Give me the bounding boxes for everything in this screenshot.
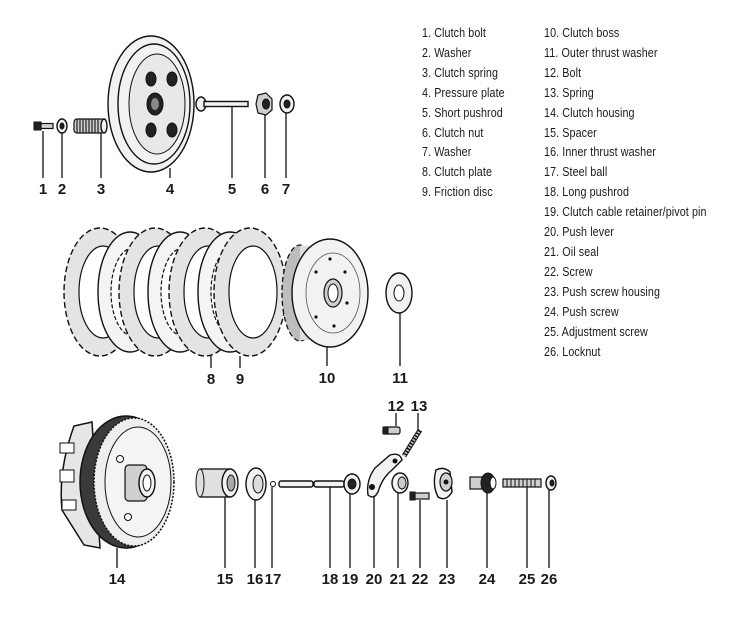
callout-22: 22: [412, 571, 429, 588]
callout-12: 12: [388, 398, 405, 415]
part-outer-thrust-washer: [385, 272, 413, 314]
friction-disc: [213, 227, 287, 357]
legend-item: 11. Outer thrust washer: [544, 45, 658, 60]
legend-column-2: 10. Clutch boss 11. Outer thrust washer …: [544, 24, 707, 362]
part-screw: [409, 491, 430, 501]
legend-item: 2. Washer: [422, 45, 472, 60]
callout-5: 5: [228, 181, 236, 198]
legend-item: 18. Long pushrod: [544, 185, 630, 200]
callout-14: 14: [109, 571, 126, 588]
legend-item: 13. Spring: [544, 85, 594, 100]
part-push-screw: [469, 472, 497, 494]
legend-item: 21. Oil seal: [544, 244, 599, 259]
legend-item: 3. Clutch spring: [422, 65, 499, 80]
part-push-lever: [366, 453, 403, 498]
callout-21: 21: [390, 571, 407, 588]
part-clutch-boss: [281, 238, 369, 348]
callout-16: 16: [247, 571, 264, 588]
legend-item: 5. Short pushrod: [422, 105, 503, 120]
legend-item: 16. Inner thrust washer: [544, 145, 656, 160]
part-bolt: [382, 426, 401, 435]
part-cable-retainer-pivot-pin: [343, 473, 361, 495]
part-inner-thrust-washer: [245, 467, 267, 501]
part-clutch-plates-stack: [63, 227, 287, 357]
legend-column-1: 1. Clutch bolt 2. Washer 3. Clutch sprin…: [422, 24, 505, 203]
callout-24: 24: [479, 571, 496, 588]
callout-3: 3: [97, 181, 105, 198]
part-oil-seal: [391, 472, 409, 494]
legend-item: 22. Screw: [544, 264, 593, 279]
part-locknut: [545, 475, 557, 491]
legend-item: 15. Spacer: [544, 125, 597, 140]
part-push-screw-housing: [433, 467, 453, 500]
legend-item: 4. Pressure plate: [422, 85, 505, 100]
legend-item: 9. Friction disc: [422, 185, 493, 200]
legend-item: 10. Clutch boss: [544, 26, 620, 40]
callout-26: 26: [541, 571, 558, 588]
part-clutch-spring: [73, 118, 108, 134]
legend-item: 8. Clutch plate: [422, 165, 493, 180]
part-clutch-nut: [255, 92, 273, 116]
part-pressure-plate: [107, 35, 195, 173]
legend-item: 7. Washer: [422, 145, 472, 160]
callout-2: 2: [58, 181, 66, 198]
part-clutch-bolt: [33, 121, 54, 131]
part-short-pushrod: [195, 96, 249, 112]
legend-item: 14. Clutch housing: [544, 105, 635, 120]
callout-17: 17: [265, 571, 282, 588]
callout-15: 15: [217, 571, 234, 588]
callout-19: 19: [342, 571, 359, 588]
callout-numbers: 1 2 3 4 5 6 7 8 9 10 11 12 13 14 15 16 1…: [39, 181, 558, 588]
legend-item: 17. Steel ball: [544, 165, 608, 180]
callout-1: 1: [39, 181, 47, 198]
callout-10: 10: [319, 370, 336, 387]
callout-18: 18: [322, 571, 339, 588]
leader-lines-row-3: [116, 413, 550, 568]
part-long-pushrod: [278, 480, 345, 488]
part-spring: [401, 428, 423, 458]
callout-4: 4: [166, 181, 175, 198]
leader-lines-row-1: [42, 107, 287, 178]
callout-6: 6: [261, 181, 269, 198]
callout-20: 20: [366, 571, 383, 588]
legend-item: 1. Clutch bolt: [422, 26, 486, 40]
legend-item: 26. Locknut: [544, 344, 601, 359]
callout-7: 7: [282, 181, 290, 198]
legend-item: 20. Push lever: [544, 225, 614, 240]
legend-item: 23. Push screw housing: [544, 284, 661, 299]
part-spacer: [195, 468, 239, 498]
part-washer-2: [56, 118, 68, 134]
part-washer-7: [279, 94, 295, 114]
callout-9: 9: [236, 371, 244, 388]
part-clutch-housing: [59, 415, 175, 549]
legend-item: 12. Bolt: [544, 65, 582, 80]
legend-item: 24. Push screw: [544, 304, 619, 319]
legend-item: 25. Adjustment screw: [544, 324, 648, 339]
legend-item: 19. Clutch cable retainer/pivot pin: [544, 205, 707, 220]
callout-13: 13: [411, 398, 428, 415]
callout-11: 11: [392, 370, 408, 387]
callout-23: 23: [439, 571, 456, 588]
callout-25: 25: [519, 571, 536, 588]
part-steel-ball: [270, 481, 276, 487]
part-adjustment-screw: [502, 478, 542, 488]
legend-item: 6. Clutch nut: [422, 125, 484, 140]
callout-8: 8: [207, 371, 215, 388]
leader-lines-row-2: [210, 313, 401, 368]
